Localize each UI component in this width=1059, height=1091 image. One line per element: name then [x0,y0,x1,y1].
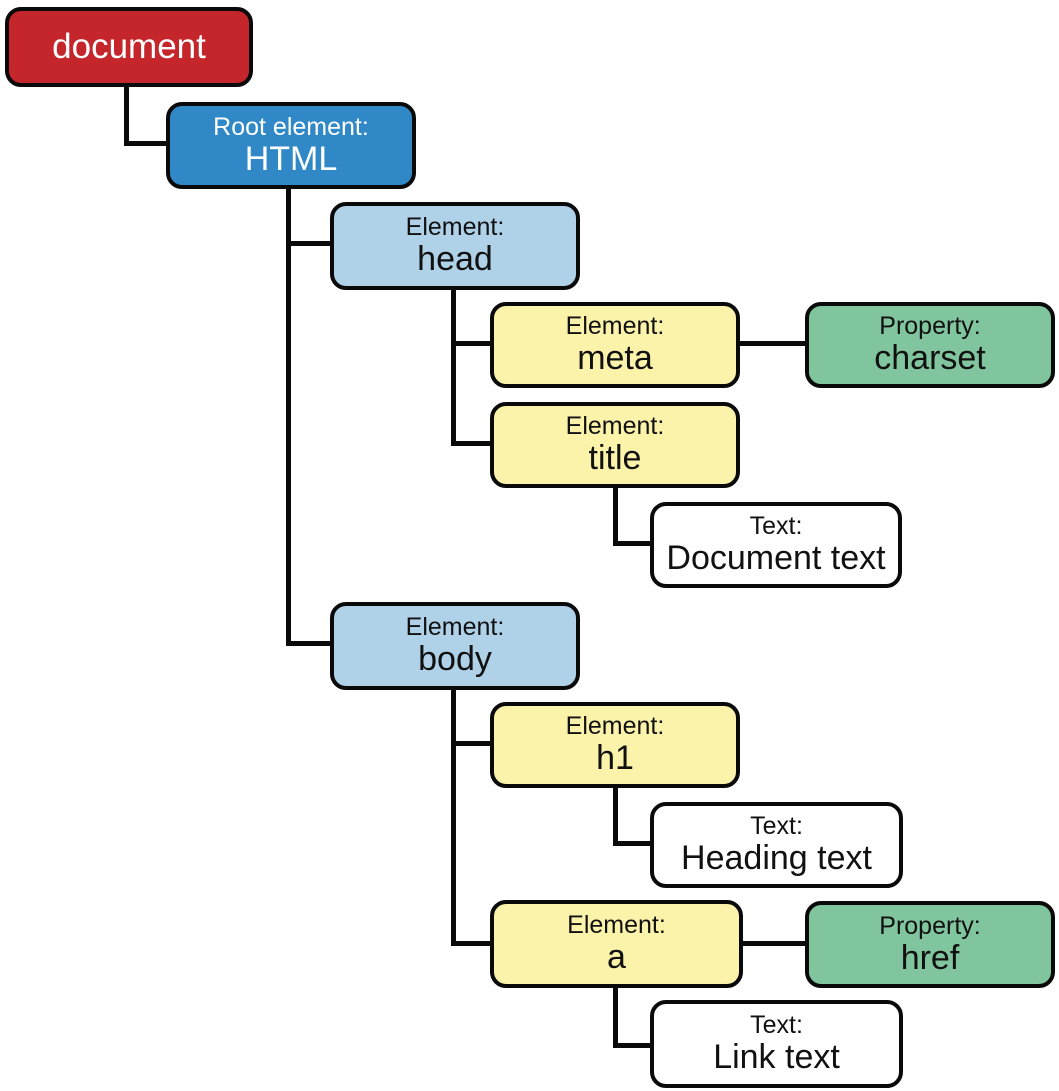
node-meta-kind-label: Element: [565,312,665,341]
connector-h1-heading-horizontal [613,841,650,846]
node-head-name-label: head [417,240,493,279]
connector-meta-charset-horizontal [738,341,805,346]
node-headingtext-name-label: Heading text [681,839,872,878]
connector-h1-heading-vertical [613,786,618,846]
node-element-title: Element: title [490,402,740,488]
node-document: document [5,7,253,87]
connector-document-html-horizontal [124,141,166,146]
node-charset-kind-label: Property: [879,312,981,341]
node-head-kind-label: Element: [405,213,505,242]
node-href-name-label: href [900,938,960,977]
node-charset-name-label: charset [874,339,986,378]
connector-document-html-vertical [124,85,129,146]
connector-title-doctext-horizontal [613,541,650,546]
connector-html-head-horizontal [286,241,330,246]
connector-body-trunk-vertical [451,688,456,946]
node-html-kind-label: Root element: [213,112,369,141]
connector-head-trunk-vertical [451,288,456,446]
node-text-document-text: Text: Document text [650,502,902,588]
node-property-charset: Property: charset [805,302,1055,388]
node-html-name-label: HTML [244,139,338,178]
node-root-element-html: Root element: HTML [166,102,416,189]
node-doctext-kind-label: Text: [749,512,803,541]
node-a-kind-label: Element: [567,911,666,940]
node-text-heading-text: Text: Heading text [650,802,903,888]
node-title-kind-label: Element: [565,412,665,441]
node-document-label: document [52,27,206,67]
connector-a-linktext-vertical [613,986,618,1048]
connector-a-linktext-horizontal [613,1043,650,1048]
connector-html-trunk-vertical [286,186,291,646]
node-headingtext-kind-label: Text: [750,812,803,841]
node-element-head: Element: head [330,202,580,290]
node-element-a: Element: a [490,900,743,988]
node-property-href: Property: href [805,901,1055,988]
node-body-name-label: body [418,640,492,679]
node-meta-name-label: meta [577,339,653,378]
connector-html-body-horizontal [286,641,330,646]
node-linktext-kind-label: Text: [750,1011,803,1040]
connector-body-h1-horizontal [451,741,490,746]
node-element-body: Element: body [330,602,580,690]
connector-title-doctext-vertical [613,486,618,546]
connector-head-meta-horizontal [451,341,490,346]
node-a-name-label: a [607,938,626,977]
node-h1-kind-label: Element: [565,712,665,741]
node-element-meta: Element: meta [490,302,740,388]
connector-body-a-horizontal [451,941,490,946]
node-linktext-name-label: Link text [713,1038,840,1077]
node-element-h1: Element: h1 [490,702,740,788]
connector-head-title-horizontal [451,441,490,446]
node-doctext-name-label: Document text [666,539,886,578]
node-title-name-label: title [588,439,642,478]
node-body-kind-label: Element: [405,613,505,642]
node-text-link-text: Text: Link text [650,1000,903,1088]
connector-a-href-horizontal [741,941,805,946]
node-h1-name-label: h1 [596,739,634,778]
node-href-kind-label: Property: [879,911,981,940]
